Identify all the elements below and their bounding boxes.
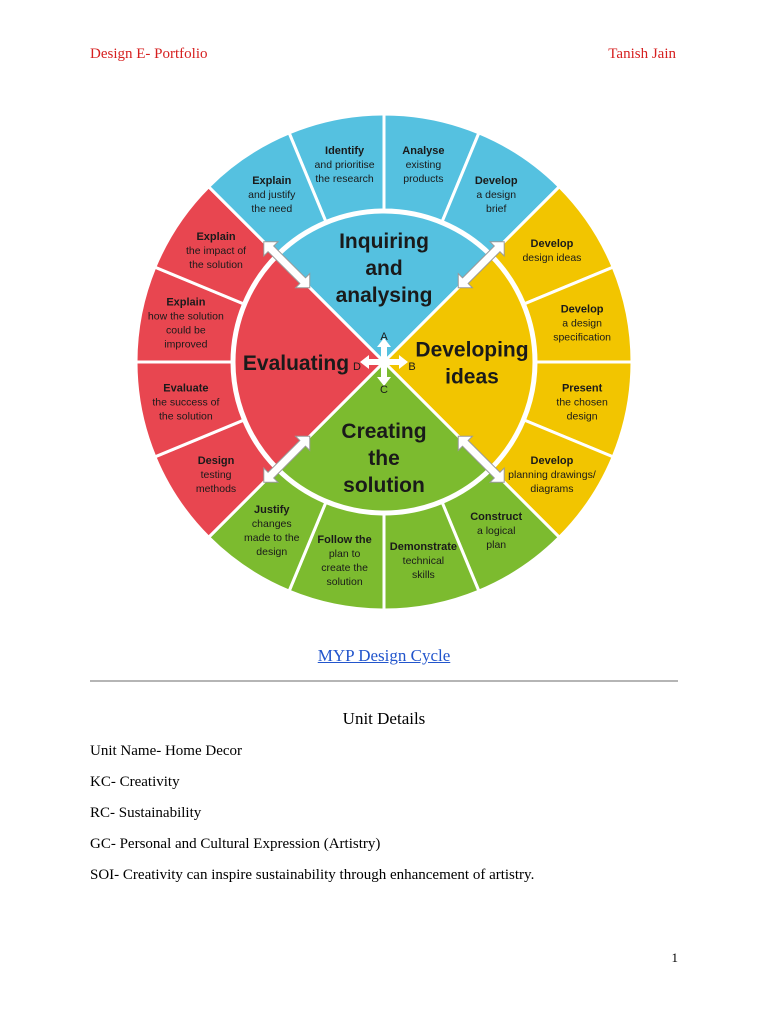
cycle-step-label: the need [251, 203, 292, 215]
center-letter-b: B [408, 361, 415, 373]
center-cross-arrows-icon [360, 338, 408, 386]
double-arrow-icon [263, 435, 311, 483]
unit-global-context: GC- Personal and Cultural Expression (Ar… [90, 836, 381, 852]
double-arrow-icon [263, 241, 311, 289]
cycle-phase-wedge [275, 359, 493, 514]
section-divider [90, 680, 678, 682]
cycle-step-label: Design [198, 455, 235, 467]
cycle-step-label: how the solution [148, 311, 224, 323]
cycle-phase-label: Inquiring [339, 230, 429, 253]
cycle-phase-wedge [232, 253, 387, 471]
diagram-caption-link[interactable]: MYP Design Cycle [317, 646, 451, 665]
cycle-phase-label: Evaluating [243, 352, 349, 375]
cycle-step-label: a logical [477, 525, 516, 537]
cycle-phase-label: solution [343, 474, 425, 497]
unit-related-concept: RC- Sustainability [90, 805, 202, 821]
cycle-step-label: the success of [152, 396, 219, 408]
cycle-step-label: a design [562, 318, 602, 330]
double-arrow-icon [457, 241, 505, 289]
cycle-phase-wedge [381, 253, 536, 471]
cycle-step-label: solution [326, 576, 362, 588]
cycle-step-label: methods [196, 483, 236, 495]
cycle-step-label: Develop [531, 455, 574, 467]
cycle-step-label: improved [164, 339, 207, 351]
cycle-step-label: Identify [325, 145, 365, 157]
cycle-phase-wedge [275, 210, 493, 365]
unit-statement-of-inquiry: SOI- Creativity can inspire sustainabili… [90, 867, 535, 883]
header-author: Tanish Jain [608, 46, 676, 62]
unit-key-concept: KC- Creativity [90, 774, 180, 790]
cycle-step-label: plan to [329, 548, 361, 560]
cycle-step-label: Explain [166, 297, 205, 309]
cycle-step-label: Demonstrate [390, 541, 457, 553]
cycle-step-label: the solution [159, 410, 213, 422]
center-letter-d: D [353, 361, 361, 373]
cycle-step-label: Explain [196, 231, 235, 243]
cycle-step-label: the chosen [556, 396, 608, 408]
center-letter-a: A [380, 331, 388, 343]
cycle-step-label: skills [412, 569, 435, 581]
cycle-step-label: Develop [475, 175, 518, 187]
cycle-step-label: Explain [252, 175, 291, 187]
cycle-step-label: testing [201, 469, 232, 481]
page-number: 1 [671, 950, 679, 965]
cycle-step-label: the research [315, 173, 374, 185]
cycle-step-label: design [567, 410, 598, 422]
cycle-step-label: Evaluate [163, 382, 208, 394]
cycle-step-label: brief [486, 203, 507, 215]
cycle-step-label: the solution [189, 259, 243, 271]
cycle-phase-label: the [368, 447, 400, 470]
cycle-step-label: changes [252, 518, 292, 530]
double-arrow-icon [457, 435, 505, 483]
cycle-step-label: Develop [531, 238, 574, 250]
cycle-step-label: specification [553, 332, 611, 344]
cycle-step-label: design [256, 546, 287, 558]
cycle-step-label: made to the [244, 532, 300, 544]
cycle-step-label: create the [321, 562, 368, 574]
cycle-phase-label: Creating [341, 420, 426, 443]
cycle-phase-label: Developing [415, 339, 528, 362]
cycle-step-label: Analyse [402, 145, 444, 157]
cycle-step-label: and prioritise [315, 159, 375, 171]
cycle-step-label: diagrams [530, 483, 573, 495]
header-title: Design E- Portfolio [90, 46, 208, 62]
center-letter-c: C [380, 384, 388, 396]
cycle-step-label: Construct [470, 511, 522, 523]
cycle-step-label: products [403, 173, 443, 185]
cycle-step-label: Justify [254, 504, 290, 516]
unit-details-heading: Unit Details [342, 709, 426, 728]
cycle-step-label: design ideas [522, 252, 581, 264]
cycle-step-label: the impact of [186, 245, 246, 257]
cycle-step-label: technical [403, 555, 444, 567]
cycle-step-label: Follow the [317, 534, 371, 546]
cycle-phase-label: analysing [336, 284, 433, 307]
cycle-step-label: Develop [561, 304, 604, 316]
cycle-step-label: and justify [248, 189, 296, 201]
cycle-step-label: Present [562, 382, 603, 394]
cycle-step-label: existing [406, 159, 442, 171]
cycle-phase-label: and [365, 257, 402, 280]
cycle-step-label: plan [486, 539, 506, 551]
cycle-step-label: a design [476, 189, 516, 201]
cycle-step-label: could be [166, 325, 206, 337]
cycle-step-label: planning drawings/ [508, 469, 596, 481]
design-cycle-diagram: Identify and prioritise the research Analys… [134, 112, 634, 612]
unit-name: Unit Name- Home Decor [90, 743, 243, 759]
cycle-phase-label: ideas [445, 366, 499, 389]
cycle-step-segment [206, 130, 328, 257]
